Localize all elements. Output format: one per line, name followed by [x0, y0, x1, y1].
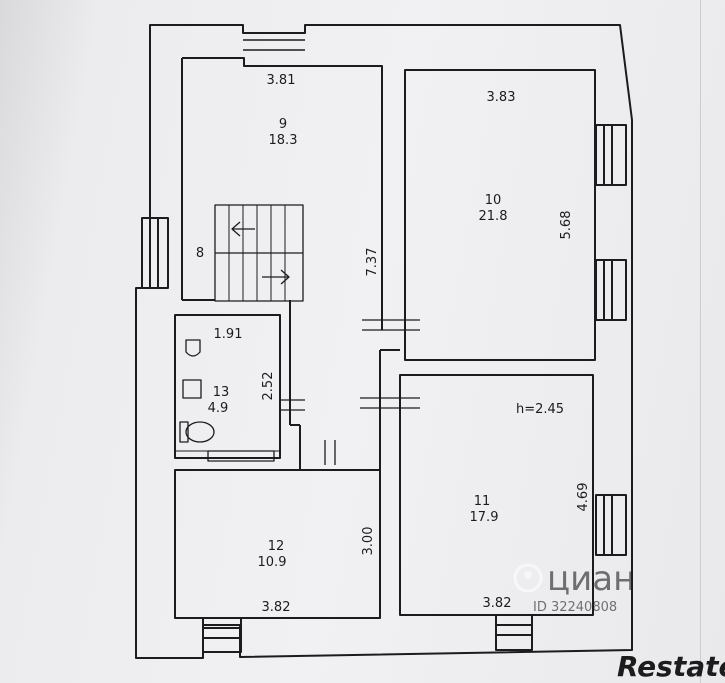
- room-8-number: 8: [196, 246, 204, 261]
- cian-id-watermark: ID 32240808: [533, 600, 617, 615]
- room-10-number: 10: [485, 193, 502, 208]
- room-10-width: 3.83: [487, 90, 516, 105]
- room-13-width: 1.91: [214, 327, 243, 342]
- outer-wall: [135, 24, 633, 659]
- room-11-ceiling: h=2.45: [516, 402, 564, 417]
- toilet: [185, 421, 215, 443]
- room-9-width: 3.81: [267, 73, 296, 88]
- room-9-number: 9: [279, 117, 287, 132]
- room-13-height: 2.52: [261, 372, 276, 401]
- room-12-outline: [174, 469, 381, 619]
- corridor-length: 7.37: [365, 248, 380, 277]
- paper-grid-line: [700, 0, 701, 683]
- window: [202, 617, 242, 653]
- window: [495, 614, 533, 651]
- room-13-outline: [174, 314, 281, 459]
- room-10-area: 21.8: [479, 209, 508, 224]
- room-12-area: 10.9: [258, 555, 287, 570]
- room-9-outline: [182, 57, 383, 300]
- room-13-number: 13: [213, 385, 230, 400]
- cian-logo-icon: [513, 563, 543, 593]
- sink: [185, 339, 201, 357]
- room-11-number: 11: [474, 494, 491, 509]
- washer: [182, 379, 202, 399]
- cian-watermark: циан: [547, 559, 635, 599]
- room-9-area: 18.3: [269, 133, 298, 148]
- room-11-height: 4.69: [576, 483, 591, 512]
- room-12-width: 3.82: [262, 600, 291, 615]
- room-10-height: 5.68: [559, 211, 574, 240]
- room-12-number: 12: [268, 539, 285, 554]
- room-12-height: 3.00: [361, 527, 376, 556]
- room-11-area: 17.9: [470, 510, 499, 525]
- tub: [207, 450, 275, 462]
- room-11-width: 3.82: [483, 596, 512, 611]
- restate-brand-logo: Restate: [617, 650, 725, 683]
- room-13-area: 4.9: [208, 401, 229, 416]
- window: [141, 217, 169, 289]
- room-10-outline: [404, 69, 596, 361]
